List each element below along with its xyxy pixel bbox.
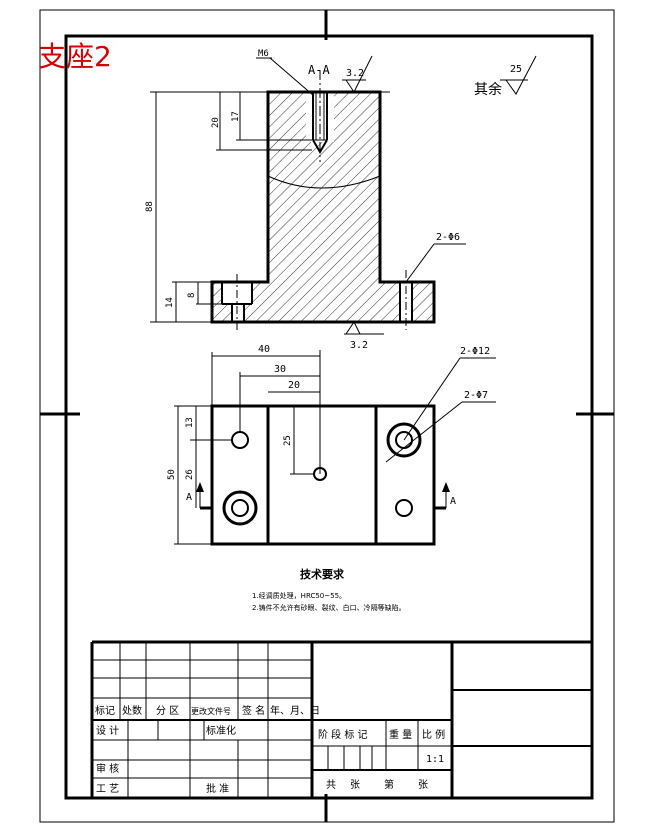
hole-leader-12 [403, 357, 461, 441]
front-section-view [210, 70, 436, 330]
hole-leader-7 [385, 401, 463, 463]
dim-88: 88 [145, 201, 155, 212]
front-dimension-lines [150, 91, 312, 323]
roughness-rest-symbol [500, 55, 537, 95]
cut-mark-right: A [450, 496, 456, 507]
top-view [196, 404, 450, 546]
notes-title: 技术要求 [300, 567, 345, 581]
tb-count: 处数 [122, 704, 142, 717]
title-block-labels: 标记 处数 分 区 更改文件号 签 名 年、月、日 设 计 标准化 阶 段 标 … [95, 704, 445, 795]
dim-50: 50 [167, 469, 177, 480]
tb-review: 审 核 [96, 762, 119, 775]
roughness-bottom-value: 3.2 [350, 340, 368, 351]
thread-leader [269, 57, 315, 97]
dim-20-front: 20 [211, 117, 221, 128]
tb-date: 年、月、日 [270, 704, 320, 717]
dim-25: 25 [283, 435, 293, 446]
tb-sheet-2: 张 [418, 779, 428, 791]
roughness-rest-value: 25 [510, 64, 522, 75]
tb-page: 第 [384, 778, 394, 791]
cut-mark-left: A [186, 492, 192, 503]
tb-design: 设 计 [96, 724, 119, 737]
notes-line-2: 2.铸件不允许有砂眼、裂纹、白口、冷隔等缺陷。 [252, 603, 406, 612]
hole-label-12: 2-Φ12 [460, 346, 490, 357]
roughness-top-value: 3.2 [346, 68, 364, 79]
part-title: 支座2 [38, 40, 112, 73]
hole-label-front: 2-Φ6 [436, 232, 460, 243]
dim-26: 26 [185, 469, 195, 480]
dim-8: 8 [187, 293, 197, 298]
tb-process: 工 艺 [96, 783, 119, 795]
tb-standard: 标准化 [206, 724, 236, 737]
tb-approve: 批 准 [206, 782, 229, 795]
notes-line-1: 1.经调质处理，HRC50~55。 [252, 591, 346, 600]
tb-sheets: 张 [350, 779, 360, 791]
dim-30: 30 [274, 364, 286, 375]
top-dimension-lines [174, 350, 321, 545]
tb-weight: 重 量 [389, 728, 412, 741]
tb-total: 共 [326, 779, 336, 791]
roughness-symbol-bottom [344, 321, 384, 335]
section-label: A-A [308, 63, 330, 77]
tb-scale-value: 1:1 [426, 754, 444, 765]
tb-scale: 比 例 [422, 728, 445, 741]
tb-sign: 签 名 [242, 704, 265, 717]
roughness-symbol-top [340, 55, 390, 93]
thread-label: M6 [258, 49, 269, 59]
dim-14: 14 [165, 297, 175, 308]
dim-13: 13 [185, 417, 195, 428]
hole-label-7: 2-Φ7 [464, 390, 488, 401]
dim-40: 40 [258, 344, 270, 355]
tb-mark: 标记 [95, 705, 115, 717]
roughness-rest-label: 其余 [474, 81, 502, 98]
tb-zone: 分 区 [156, 705, 179, 717]
sheet-inner-frame [64, 34, 594, 800]
tb-stage-mark: 阶 段 标 记 [318, 728, 368, 741]
dim-17: 17 [231, 111, 241, 122]
tb-change-doc: 更改文件号 [191, 706, 231, 716]
hole-leader-front [405, 243, 435, 283]
dim-20-top: 20 [288, 380, 300, 391]
title-block [90, 640, 592, 798]
